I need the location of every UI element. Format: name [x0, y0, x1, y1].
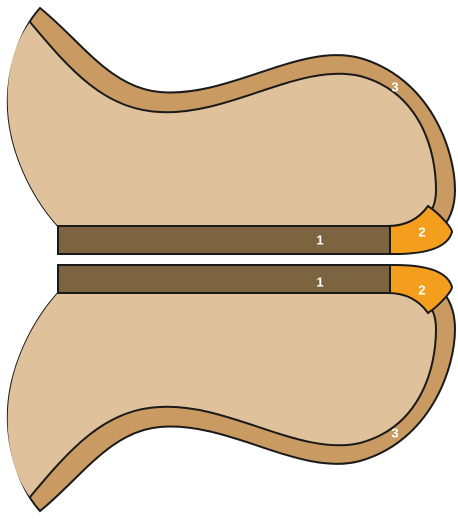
- upper-band-label: 3: [391, 79, 398, 94]
- upper-half: 1 2 3: [8, 8, 455, 254]
- lower-band-label: 3: [391, 425, 398, 440]
- upper-strip-label: 1: [316, 232, 323, 247]
- lower-half: [8, 265, 455, 511]
- upper-tip-label: 2: [418, 224, 425, 239]
- lower-tip-label: 2: [418, 282, 425, 297]
- lower-strip: [58, 265, 390, 293]
- lower-strip-label: 1: [316, 274, 323, 289]
- upper-strip: [58, 226, 390, 254]
